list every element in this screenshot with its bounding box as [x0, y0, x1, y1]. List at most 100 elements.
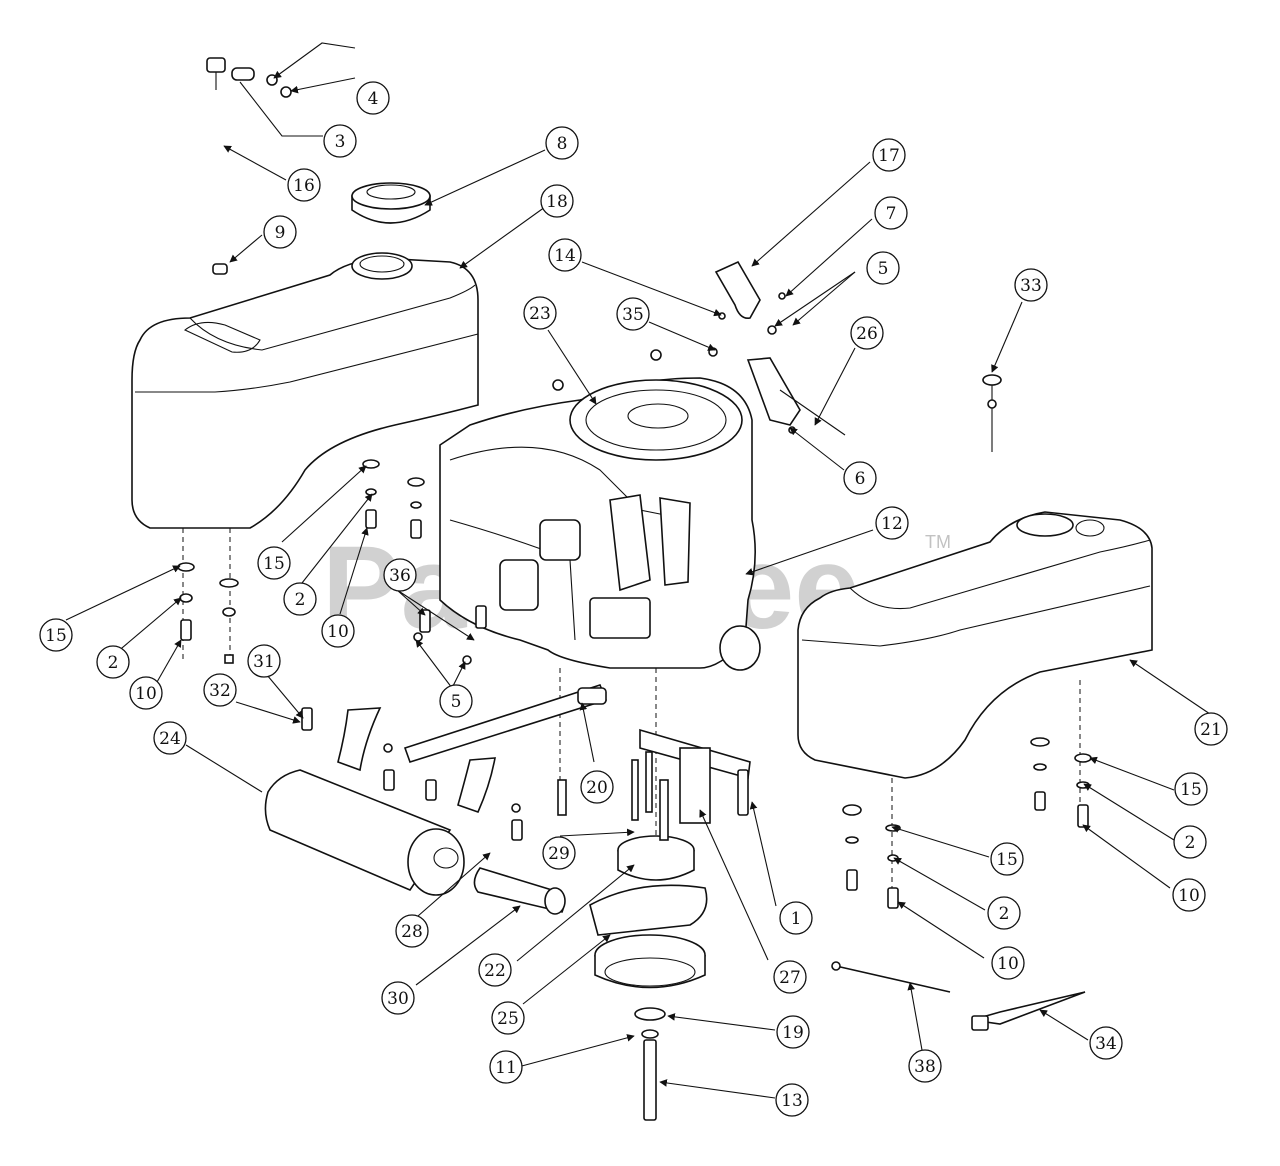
callout-label: 38	[914, 1057, 936, 1077]
callout-22: 22	[478, 953, 512, 987]
callout-23: 23	[523, 296, 557, 330]
callout-label: 23	[529, 304, 551, 324]
callout-circle	[616, 297, 650, 331]
callout-14: 14	[548, 238, 582, 272]
callout-28: 28	[395, 914, 429, 948]
callout-label: 2	[295, 590, 306, 610]
callout-4: 4	[356, 81, 390, 115]
muffler	[264, 684, 608, 915]
callout-label: 10	[327, 622, 349, 642]
callout-circle	[523, 296, 557, 330]
callout-label: 24	[159, 729, 181, 749]
callout-circle	[874, 196, 908, 230]
callout-circle	[153, 721, 187, 755]
callout-8: 8	[545, 126, 579, 160]
callout-24: 24	[153, 721, 187, 755]
callout-circle	[779, 901, 813, 935]
callout-34: 34	[1089, 1026, 1123, 1060]
callout-circle	[1089, 1026, 1123, 1060]
callout-circle	[1172, 878, 1206, 912]
hardware-right	[842, 737, 1092, 909]
callout-circle	[203, 673, 237, 707]
callout-circle	[321, 614, 355, 648]
callout-circle	[548, 238, 582, 272]
callout-1: 1	[779, 901, 813, 935]
callout-2: 2	[96, 645, 130, 679]
callout-15: 15	[1174, 772, 1208, 806]
callout-label: 2	[999, 904, 1010, 924]
callout-10: 10	[129, 676, 163, 710]
watermark-trademark: TM	[925, 532, 951, 552]
callout-label: 22	[484, 961, 506, 981]
callout-9: 9	[263, 215, 297, 249]
pulley-assembly	[589, 835, 708, 1121]
callout-label: 32	[209, 681, 231, 701]
callout-7: 7	[874, 196, 908, 230]
callout-label: 10	[135, 684, 157, 704]
callout-circle	[439, 684, 473, 718]
callout-21: 21	[1194, 712, 1228, 746]
callout-circle	[356, 81, 390, 115]
callout-circle	[395, 914, 429, 948]
callout-25: 25	[491, 1001, 525, 1035]
callout-circle	[491, 1001, 525, 1035]
callouts: 1222234556789101010101112131415151515161…	[39, 81, 1228, 1117]
callout-label: 11	[495, 1058, 517, 1078]
callout-label: 36	[389, 566, 411, 586]
hardware-left	[177, 459, 425, 664]
callout-label: 19	[782, 1023, 804, 1043]
callout-32: 32	[203, 673, 237, 707]
callout-circle	[1173, 825, 1207, 859]
callout-circle	[580, 770, 614, 804]
callout-label: 14	[554, 246, 576, 266]
callout-label: 31	[253, 652, 275, 672]
callout-label: 7	[886, 204, 897, 224]
callout-label: 34	[1095, 1034, 1117, 1054]
mount-bracket	[557, 728, 751, 841]
callout-label: 12	[881, 514, 903, 534]
callout-10: 10	[991, 946, 1025, 980]
callout-label: 6	[855, 469, 866, 489]
callout-label: 13	[781, 1091, 803, 1111]
callout-circle	[96, 645, 130, 679]
callout-circle	[257, 546, 291, 580]
callout-33: 33	[1014, 268, 1048, 302]
callout-circle	[773, 960, 807, 994]
callout-label: 8	[557, 134, 568, 154]
callout-circle	[129, 676, 163, 710]
accessories	[831, 961, 1086, 1031]
fuel-cap	[351, 182, 431, 224]
callout-label: 15	[1180, 780, 1202, 800]
callout-circle	[545, 126, 579, 160]
callout-2: 2	[1173, 825, 1207, 859]
callout-circle	[875, 506, 909, 540]
callout-18: 18	[540, 184, 574, 218]
callout-circle	[323, 124, 357, 158]
callout-circle	[283, 582, 317, 616]
callout-label: 28	[401, 922, 423, 942]
callout-15: 15	[990, 842, 1024, 876]
dipstick	[982, 374, 1002, 452]
callout-5: 5	[439, 684, 473, 718]
callout-2: 2	[987, 896, 1021, 930]
callout-label: 10	[997, 954, 1019, 974]
callout-label: 5	[451, 692, 462, 712]
callout-circle	[1014, 268, 1048, 302]
callout-30: 30	[381, 981, 415, 1015]
callout-13: 13	[775, 1083, 809, 1117]
callout-circle	[263, 215, 297, 249]
callout-11: 11	[489, 1050, 523, 1084]
leader-lines	[65, 42, 1211, 1099]
callout-12: 12	[875, 506, 909, 540]
callout-circle	[990, 842, 1024, 876]
callout-label: 33	[1020, 276, 1042, 296]
callout-27: 27	[773, 960, 807, 994]
callout-16: 16	[287, 168, 321, 202]
callout-circle	[39, 618, 73, 652]
callout-label: 35	[622, 305, 644, 325]
callout-2: 2	[283, 582, 317, 616]
callout-label: 9	[275, 223, 286, 243]
callout-circle	[542, 836, 576, 870]
callout-17: 17	[872, 138, 906, 172]
